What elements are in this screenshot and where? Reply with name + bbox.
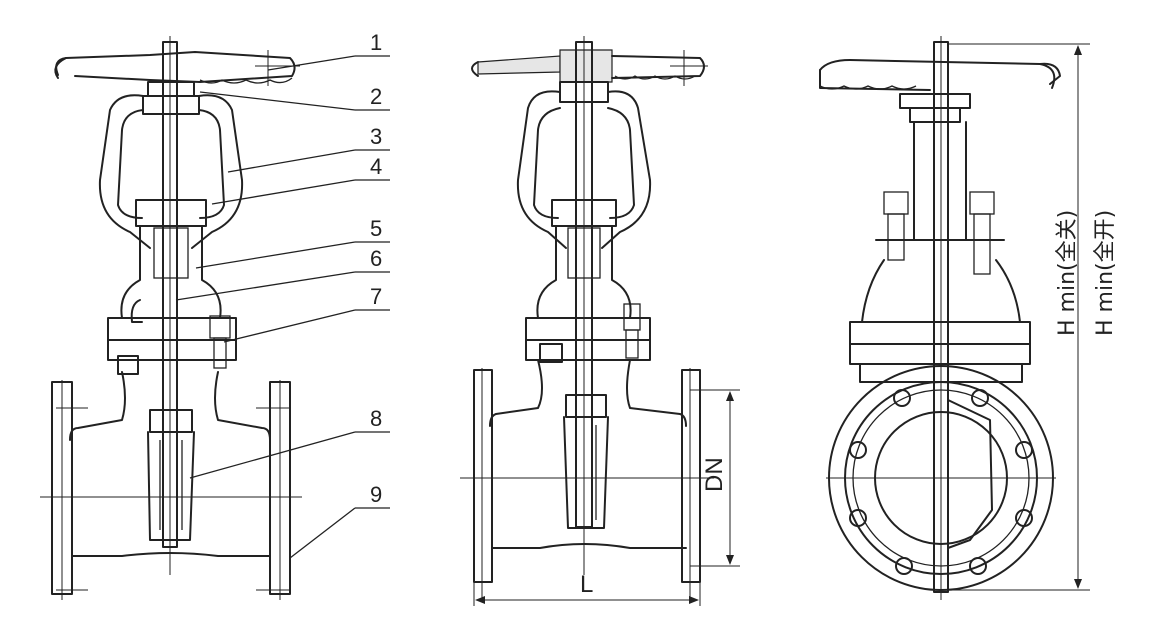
handwheel xyxy=(54,50,300,86)
valve-front-view-callouts: 1 2 3 4 5 6 7 8 9 xyxy=(40,30,390,600)
part-label-6: 6 xyxy=(370,246,382,271)
gate-section xyxy=(563,394,609,529)
part-label-9: 9 xyxy=(370,482,382,507)
dn-label: DN xyxy=(701,457,728,492)
part-label-5: 5 xyxy=(370,216,382,241)
handwheel-end xyxy=(819,59,1061,123)
yoke-section xyxy=(516,81,652,249)
valve-end-view: H min(全关) H min(全开) xyxy=(819,36,1118,600)
bonnet-end xyxy=(849,259,1031,383)
callout-leaders xyxy=(175,55,390,559)
callout-numbers: 1 2 3 4 5 6 7 8 9 xyxy=(370,30,382,507)
height-closed-label: H min(全关) xyxy=(1055,210,1080,336)
part-label-4: 4 xyxy=(370,154,382,179)
yoke xyxy=(98,81,244,249)
valve-section-view: DN L xyxy=(460,36,740,606)
part-label-3: 3 xyxy=(370,124,382,149)
bonnet-flange xyxy=(107,315,237,375)
length-label: L xyxy=(580,571,593,598)
length-dimension: L xyxy=(473,571,701,606)
end-flange xyxy=(826,365,1056,591)
bonnet xyxy=(120,225,222,323)
dn-dimension: DN xyxy=(690,389,740,567)
part-label-8: 8 xyxy=(370,406,382,431)
yoke-end xyxy=(875,121,1005,275)
part-label-1: 1 xyxy=(370,30,382,55)
height-dimension: H min(全关) H min(全开) xyxy=(948,43,1118,591)
part-label-2: 2 xyxy=(370,84,382,109)
body-section xyxy=(473,359,701,583)
gate-wedge xyxy=(147,409,195,541)
handwheel-section xyxy=(471,49,708,86)
valve-body xyxy=(51,371,291,595)
part-label-7: 7 xyxy=(370,284,382,309)
height-open-label: H min(全开) xyxy=(1093,210,1118,336)
bonnet-section xyxy=(525,225,651,363)
